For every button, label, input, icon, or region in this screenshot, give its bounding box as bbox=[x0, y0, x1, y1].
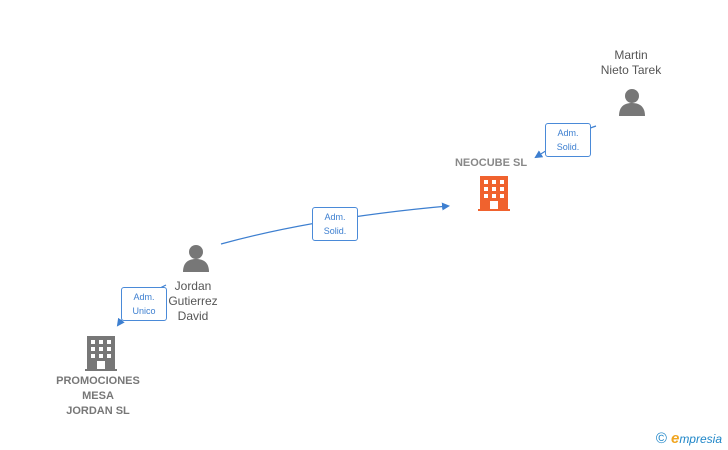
empresia-logo[interactable]: © empresia bbox=[656, 430, 722, 447]
person-icon[interactable] bbox=[183, 245, 209, 272]
building-icon[interactable] bbox=[478, 176, 510, 211]
copyright-icon: © bbox=[655, 430, 667, 447]
edge-label-jordan-neocube[interactable]: Adm. Solid. bbox=[312, 207, 358, 241]
brand-initial: e bbox=[670, 430, 680, 447]
brand-name: mpresia bbox=[679, 432, 722, 446]
node-label-jordan[interactable]: Jordan Gutierrez David bbox=[168, 279, 218, 323]
building-icon[interactable] bbox=[85, 336, 117, 371]
edge-label-jordan-promociones[interactable]: Adm. Unico bbox=[121, 287, 167, 321]
node-label-neocube[interactable]: NEOCUBE SL bbox=[454, 157, 528, 169]
person-icon[interactable] bbox=[619, 89, 645, 116]
node-label-promociones[interactable]: PROMOCIONES MESA JORDAN SL bbox=[56, 375, 140, 417]
edge-label-martin-neocube[interactable]: Adm. Solid. bbox=[545, 123, 591, 157]
node-label-martin[interactable]: Martin Nieto Tarek bbox=[600, 48, 662, 77]
